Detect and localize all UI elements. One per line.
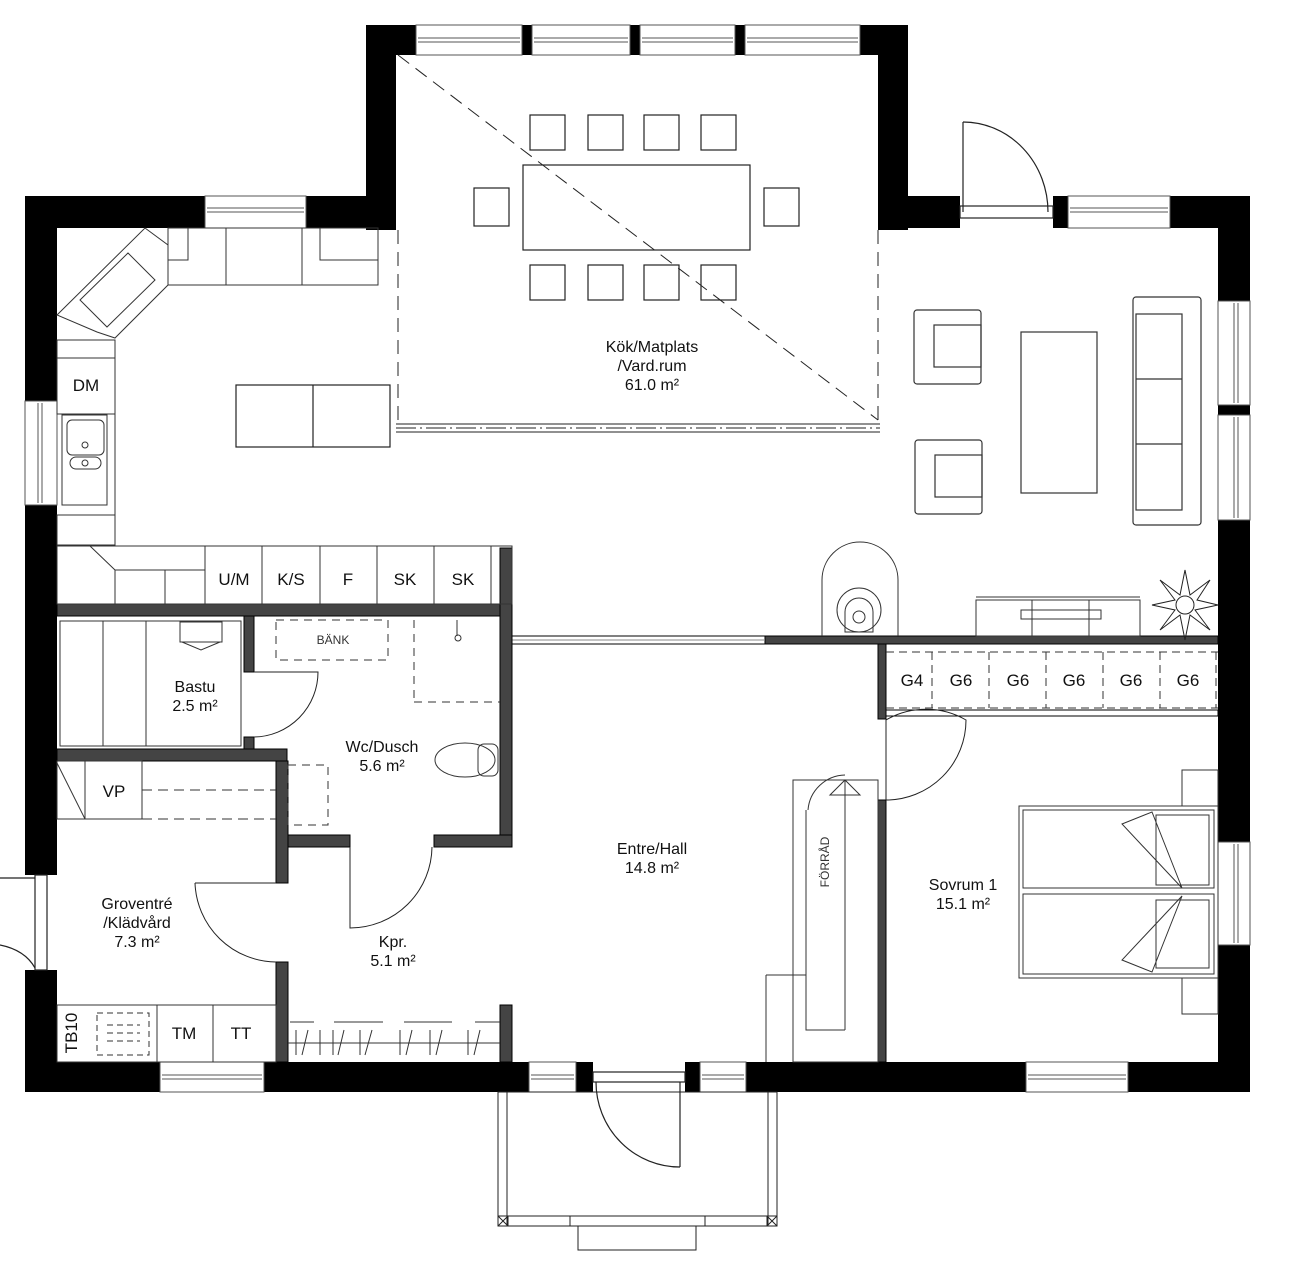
room-name: Sovrum 1	[928, 877, 998, 894]
interior-doors	[194, 671, 967, 963]
tv-bench	[975, 596, 1141, 637]
exterior-walls	[25, 25, 1250, 1092]
storage-label-forrad: FÖRRÅD	[818, 836, 832, 888]
laundry-tb10: TB10	[62, 1012, 81, 1054]
room-name-cont: /Klädvård	[103, 915, 171, 932]
kitchen-island	[235, 384, 391, 448]
fireplace	[821, 541, 899, 636]
room-area: 14.8 m²	[624, 860, 680, 877]
room-area: 7.3 m²	[114, 934, 160, 951]
room-area: 61.0 m²	[624, 377, 680, 394]
room-label-kpr: Kpr. 5.1 m²	[370, 933, 415, 971]
kitchen-unit-um: U/M	[218, 570, 250, 589]
wardrobe-g4: G4	[900, 671, 924, 690]
room-label-kitchen-living: Kök/Matplats /Vard.rum 61.0 m²	[606, 338, 698, 395]
room-name: Entre/Hall	[616, 841, 688, 858]
living-furniture	[913, 296, 1202, 526]
entry-porch	[497, 1091, 778, 1251]
wardrobe-row	[886, 651, 1218, 709]
windows	[24, 24, 1251, 1093]
double-bed	[1018, 769, 1219, 1015]
kitchen-unit-ks: K/S	[277, 570, 305, 589]
kitchen-counter-left	[56, 339, 116, 547]
room-area: 5.6 m²	[359, 758, 405, 775]
wardrobe-g6-4: G6	[1119, 671, 1143, 690]
interior-walls	[56, 547, 1219, 1063]
wardrobe-g6-3: G6	[1062, 671, 1086, 690]
room-name: Bastu	[174, 679, 216, 696]
kitchen-unit-f: F	[342, 570, 354, 589]
wardrobe-g6-5: G6	[1176, 671, 1200, 690]
room-name-cont: /Vard.rum	[617, 358, 687, 375]
laundry-tm: TM	[171, 1024, 197, 1043]
room-name: Kök/Matplats	[605, 339, 699, 356]
kpr-wardrobe	[288, 1021, 500, 1056]
wardrobe-g6-1: G6	[949, 671, 973, 690]
dishwasher-label: DM	[72, 376, 100, 395]
wardrobe-g6-2: G6	[1006, 671, 1030, 690]
dining-table	[473, 114, 800, 301]
plant-icon	[1151, 569, 1219, 641]
laundry-tt: TT	[230, 1024, 252, 1043]
room-label-entre-hall: Entre/Hall 14.8 m²	[617, 840, 687, 878]
room-name: Kpr.	[378, 934, 408, 951]
room-name: Wc/Dusch	[345, 739, 419, 756]
room-area: 5.1 m²	[370, 953, 416, 970]
sauna-benches	[59, 620, 242, 747]
kitchen-unit-sk-1: SK	[393, 570, 417, 589]
forrad-storage	[765, 774, 879, 1063]
heat-pump-label: VP	[102, 782, 126, 801]
exterior-doors	[0, 121, 1054, 1168]
room-name: Groventré	[101, 896, 173, 913]
kitchen-counter-bottom	[56, 545, 513, 605]
room-label-wc-dusch: Wc/Dusch 5.6 m²	[346, 738, 419, 776]
gallery-railing	[396, 423, 880, 433]
room-area: 15.1 m²	[935, 896, 991, 913]
groventre-fixtures	[56, 760, 277, 1063]
corner-sofa	[56, 227, 379, 339]
bench-label: BÄNK	[316, 633, 350, 647]
room-area: 2.5 m²	[172, 698, 218, 715]
room-label-bastu: Bastu 2.5 m²	[172, 678, 217, 716]
room-label-groventre: Groventré /Klädvård 7.3 m²	[101, 895, 172, 952]
kitchen-unit-sk-2: SK	[451, 570, 475, 589]
room-label-sovrum1: Sovrum 1 15.1 m²	[929, 876, 997, 914]
open-ceiling-outline	[397, 54, 879, 421]
wc-fixtures	[275, 619, 500, 826]
